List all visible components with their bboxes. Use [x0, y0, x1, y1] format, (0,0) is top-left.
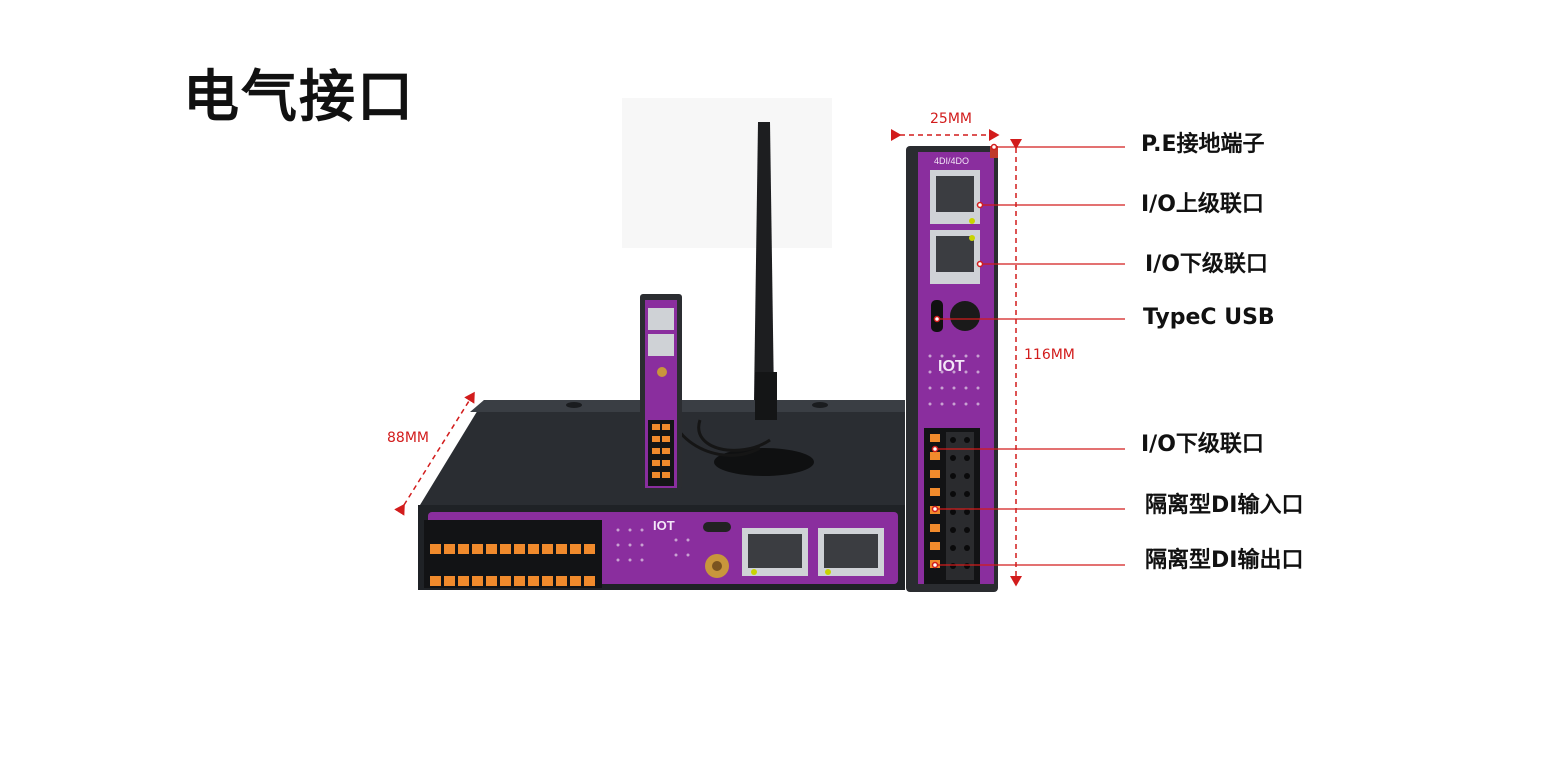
depth-dimension-label: 88MM — [387, 430, 429, 446]
io-module-logo: IOT — [938, 358, 965, 375]
callout-di-output: 隔离型DI输出口 — [1145, 548, 1304, 573]
io-module — [906, 146, 998, 592]
callout-io-uplink: I/O上级联口 — [1141, 192, 1264, 217]
callout-io-downlink-1: I/O下级联口 — [1145, 252, 1268, 277]
photo-backdrop — [622, 98, 832, 248]
gateway-usb-port — [703, 522, 731, 532]
callout-di-input: 隔离型DI输入口 — [1145, 493, 1304, 518]
pe-terminal — [990, 146, 998, 158]
gateway-led-dots — [616, 528, 690, 562]
width-dimension-label: 25MM — [930, 111, 972, 127]
gateway-terminal-pins — [430, 544, 595, 586]
callout-leaders — [935, 146, 1125, 566]
io-module-model-text: 4DI/4DO — [934, 156, 970, 166]
page-title: 电气接口 — [183, 65, 415, 130]
callout-dots — [931, 143, 998, 569]
height-dimension-label: 116MM — [1024, 347, 1075, 363]
callout-io-downlink-2: I/O下级联口 — [1141, 432, 1264, 457]
depth-dimension-line — [394, 391, 475, 516]
small-io-module — [640, 294, 682, 490]
gateway-logo-text: IOT — [653, 518, 675, 533]
antenna — [667, 122, 814, 476]
dimension-lines — [394, 129, 1022, 587]
callout-pe-ground: P.E接地端子 — [1141, 132, 1265, 157]
io-reset-button — [950, 301, 980, 331]
callout-typec-usb: TypeC USB — [1143, 305, 1275, 330]
